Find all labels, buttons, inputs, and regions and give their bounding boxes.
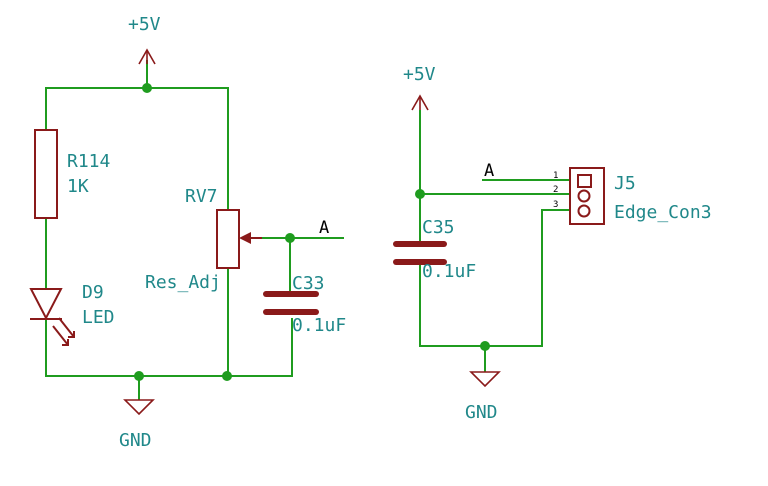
junction-vcc-right: [415, 189, 425, 199]
vcc-label-left: +5V: [128, 14, 161, 35]
connector-j5: [569, 167, 605, 225]
gnd-symbol-right: [469, 371, 501, 388]
c33-value: 0.1uF: [292, 315, 346, 336]
r114-value: 1K: [67, 176, 89, 197]
wire-gnd-right: [419, 209, 570, 347]
j5-value: Edge_Con3: [614, 202, 712, 223]
vcc-symbol-right: [411, 94, 429, 111]
led-d9: [29, 288, 75, 346]
wire-vcc-top: [45, 87, 229, 210]
junction-rv7-gnd: [222, 371, 232, 381]
capacitor-c35: [393, 241, 447, 265]
d9-ref: D9: [82, 282, 104, 303]
j5-pin-2-label: 2: [553, 185, 558, 195]
vcc-symbol-left: [138, 48, 156, 65]
gnd-label-left: GND: [119, 430, 152, 451]
resistor-r114: [34, 129, 58, 219]
junction-gnd-right: [480, 341, 490, 351]
net-label-a-right: A: [484, 161, 494, 181]
junction-gnd-left: [134, 371, 144, 381]
j5-pin-3-label: 3: [553, 200, 558, 210]
left-circuit: +5V R114 1K D9 LED RV7 Res_Adj: [29, 14, 346, 451]
c35-ref: C35: [422, 217, 455, 238]
wire-gnd-bottom: [45, 318, 293, 377]
c33-ref: C33: [292, 273, 325, 294]
gnd-symbol-left: [123, 399, 155, 416]
rv7-value: Res_Adj: [145, 272, 221, 293]
j5-ref: J5: [614, 173, 636, 194]
d9-value: LED: [82, 307, 115, 328]
j5-pin-1-label: 1: [553, 171, 558, 181]
c35-value: 0.1uF: [422, 261, 476, 282]
potentiometer-rv7: [216, 209, 262, 269]
net-label-a-left: A: [319, 218, 329, 238]
right-circuit: +5V C35 0.1uF A 1 2 3 J5 Edge_Con3 GND: [393, 64, 712, 423]
capacitor-c33: [263, 291, 319, 315]
vcc-label-right: +5V: [403, 64, 436, 85]
r114-ref: R114: [67, 151, 110, 172]
gnd-label-right: GND: [465, 402, 498, 423]
junction-wiper: [285, 233, 295, 243]
rv7-ref: RV7: [185, 186, 218, 207]
junction-vcc-left: [142, 83, 152, 93]
